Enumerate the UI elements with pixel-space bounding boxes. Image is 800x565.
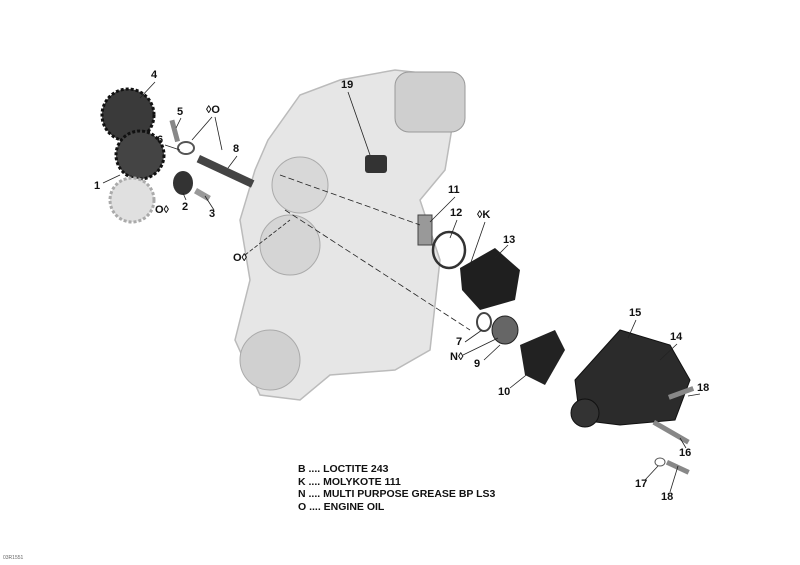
gear-housing-bottom <box>239 329 301 391</box>
callout-12: 12 <box>450 207 463 219</box>
callout-10: 10 <box>498 386 511 398</box>
bearing-2 <box>173 171 193 195</box>
callout-16: 16 <box>679 447 692 459</box>
legend-item-o: O .... ENGINE OIL <box>298 500 385 513</box>
legend-item-k: K .... MOLYKOTE 111 <box>298 475 401 488</box>
callout-engine-oil: ◊O <box>206 104 220 116</box>
gear-1 <box>108 176 156 224</box>
sensor-19 <box>365 155 387 173</box>
callout-4: 4 <box>151 69 158 81</box>
drawing-code: 03R1551 <box>3 555 24 561</box>
callout-14: 14 <box>670 331 683 343</box>
o-ring <box>177 141 195 155</box>
callout-9: 9 <box>474 358 481 370</box>
callout-11: 11 <box>448 184 460 196</box>
callout-13: 13 <box>503 234 516 246</box>
hose-13 <box>460 248 520 310</box>
cover-boss <box>271 156 329 214</box>
pin-5 <box>169 119 181 143</box>
cover-boss-inner <box>259 214 321 276</box>
callout-5: 5 <box>177 106 184 118</box>
legend-item-b: B .... LOCTITE 243 <box>298 463 389 475</box>
bolt-18-top <box>668 386 695 400</box>
thermostat-housing <box>394 71 466 133</box>
callout-15: 15 <box>629 307 642 319</box>
washer-17 <box>654 457 666 467</box>
callout-8: 8 <box>233 143 240 155</box>
bolt-3 <box>194 188 211 202</box>
callout-7: 7 <box>456 336 463 348</box>
callout-18: 18 <box>697 382 710 394</box>
bearing-9 <box>491 315 519 345</box>
callout-engine-oil: O◊ <box>233 252 247 264</box>
leader-lines <box>102 81 701 493</box>
callout-grease: N◊ <box>450 351 464 363</box>
outlet-pipe <box>570 398 600 428</box>
shaft-8 <box>196 155 255 188</box>
callout-17: 17 <box>635 478 648 490</box>
seal-12 <box>431 230 467 270</box>
callout-19: 19 <box>341 79 354 91</box>
impeller-10 <box>520 330 565 385</box>
callout-3: 3 <box>209 208 216 220</box>
legend-item-n: N .... MULTI PURPOSE GREASE BP LS3 <box>298 488 496 500</box>
callout-engine-oil: O◊ <box>155 204 169 216</box>
callout-molykote: ◊K <box>477 209 491 221</box>
callout-1: 1 <box>94 180 101 192</box>
callout-6: 6 <box>157 134 164 146</box>
callout-2: 2 <box>182 201 189 213</box>
engine-cover <box>234 69 456 401</box>
washer-7 <box>476 312 492 332</box>
lubricant-legend: B .... LOCTITE 243 K .... MOLYKOTE 111 N… <box>298 463 495 513</box>
callout-18: 18 <box>661 491 674 503</box>
bolt-16 <box>652 420 690 445</box>
thermostat-11 <box>417 214 433 246</box>
